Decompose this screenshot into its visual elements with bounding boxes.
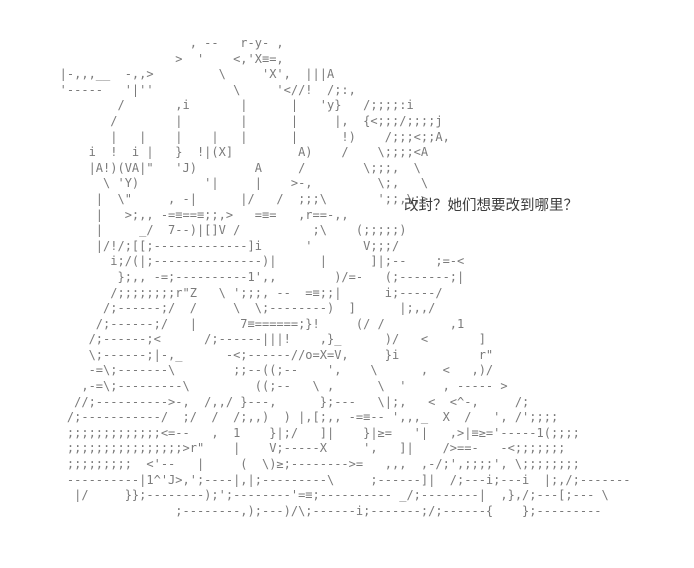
ascii-art: , -- r-y- , > ' <,'X≡=, |-,,,__ -,,> \ '… [59,36,631,518]
speech-text: 改封？她们想要改到哪里？ [404,198,578,214]
